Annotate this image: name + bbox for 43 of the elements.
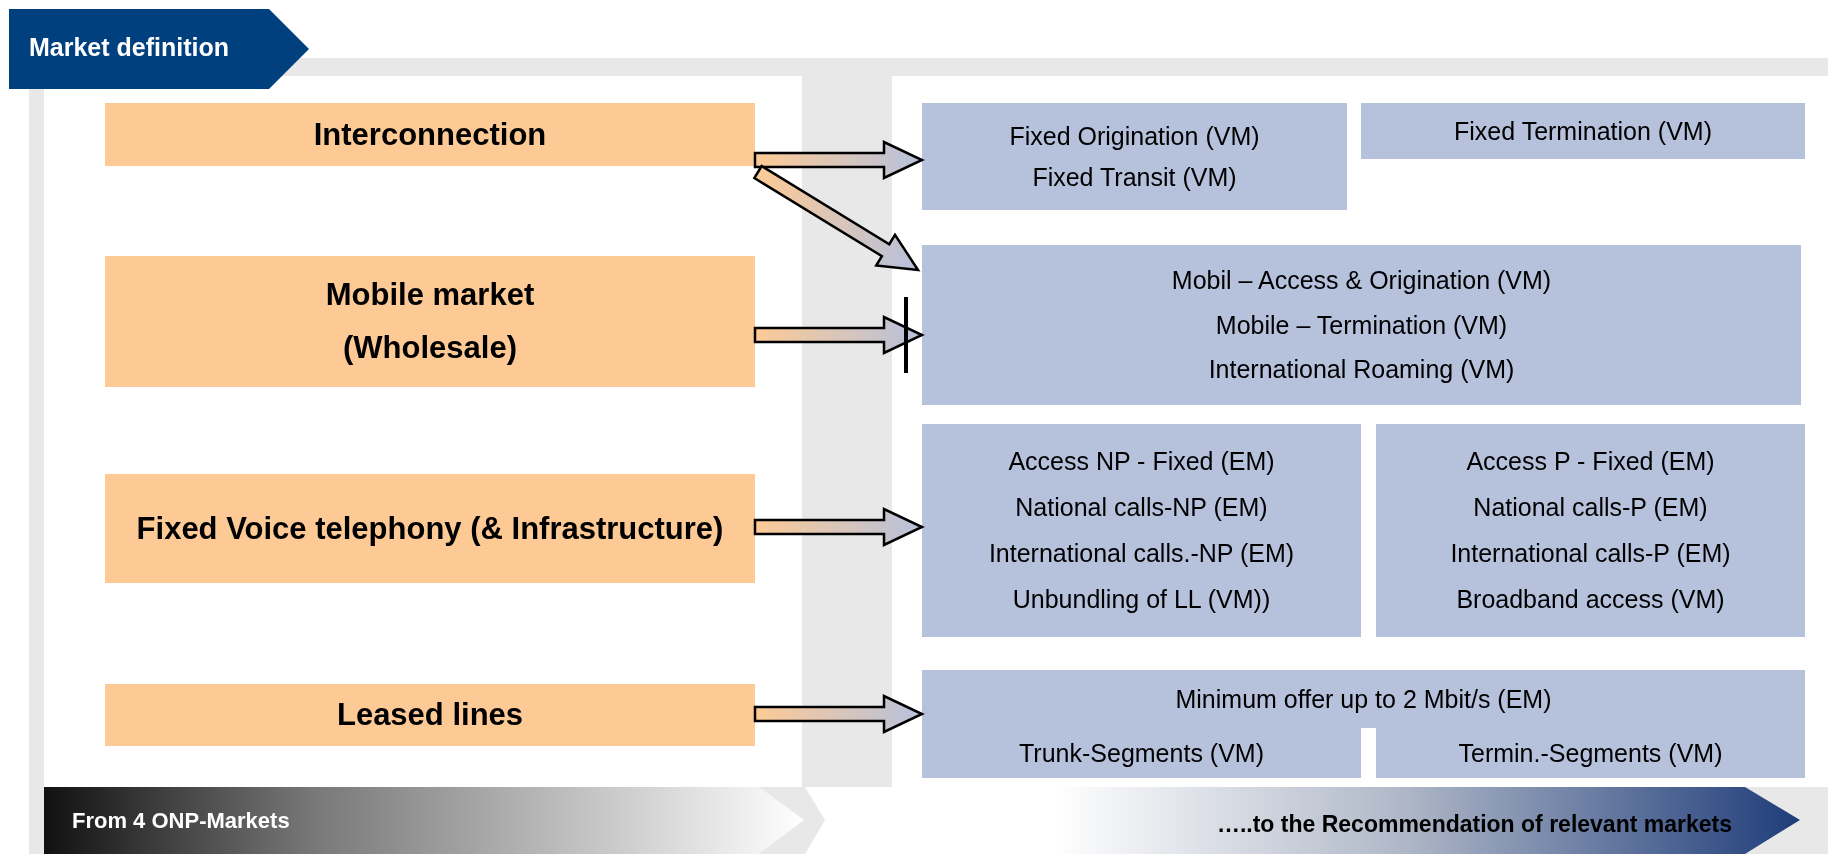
market-item: Minimum offer up to 2 Mbit/s (EM)	[1175, 684, 1552, 714]
market-box	[105, 256, 755, 387]
market-list-box	[922, 245, 1801, 405]
block-arrow	[753, 694, 925, 734]
market-list-box	[1376, 728, 1805, 778]
market-item: Fixed Termination (VM)	[1454, 116, 1712, 146]
market-item: Access P - Fixed (EM)	[1466, 447, 1715, 476]
market-box	[105, 684, 755, 746]
block-arrow	[753, 507, 925, 547]
market-item: Mobil – Access & Origination (VM)	[1171, 266, 1552, 296]
block-arrow	[753, 140, 925, 180]
market-list-box	[922, 424, 1361, 637]
market-label: Interconnection	[313, 116, 547, 153]
market-list-box	[922, 670, 1805, 728]
market-label: (Wholesale)	[343, 330, 517, 366]
block-arrow	[753, 315, 925, 355]
market-label: Mobile market	[325, 277, 535, 313]
market-item: Access NP - Fixed (EM)	[1008, 447, 1275, 476]
market-item: Broadband access (VM)	[1456, 585, 1725, 614]
banner-band	[44, 787, 804, 854]
market-box	[105, 474, 755, 583]
market-list-box	[922, 103, 1347, 210]
banner-label: …..to the Recommendation of relevant markets	[1216, 811, 1732, 838]
market-item: Trunk-Segments (VM)	[1019, 738, 1264, 768]
market-item: Mobile – Termination (VM)	[1215, 310, 1508, 340]
market-label: Leased lines	[336, 697, 524, 733]
title: Market definition	[29, 33, 229, 62]
market-item: Unbundling of LL (VM))	[1012, 585, 1271, 614]
market-list-box	[922, 728, 1361, 778]
market-item: Fixed Transit (VM)	[1032, 162, 1237, 192]
market-item: National calls-P (EM)	[1473, 493, 1708, 522]
market-box	[105, 103, 755, 166]
market-item: Termin.-Segments (VM)	[1458, 738, 1723, 768]
block-arrow	[752, 164, 921, 272]
market-list-box	[1376, 424, 1805, 637]
market-item: International Roaming (VM)	[1208, 354, 1515, 384]
market-item: National calls-NP (EM)	[1015, 493, 1268, 522]
market-item: Fixed Origination (VM)	[1009, 121, 1260, 151]
market-item: International calls.-NP (EM)	[988, 539, 1295, 568]
market-label: Fixed Voice telephony (& Infrastructure)	[136, 510, 724, 547]
market-item: International calls-P (EM)	[1450, 539, 1731, 568]
banner-label: From 4 ONP-Markets	[72, 807, 290, 834]
market-list-box	[1361, 103, 1805, 159]
